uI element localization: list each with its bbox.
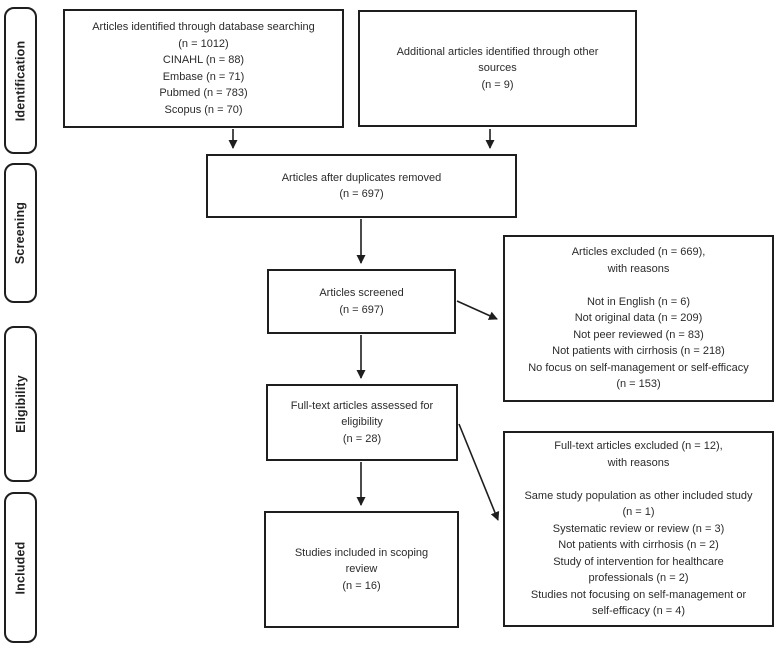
stage-identification: Identification: [4, 7, 37, 154]
stage-eligibility: Eligibility: [4, 326, 37, 482]
box-fulltext-excluded: Full-text articles excluded (n = 12), wi…: [503, 431, 774, 627]
arrow-screened-to-excluded: [456, 300, 498, 320]
box-database-search: Articles identified through database sea…: [63, 9, 344, 128]
box-articles-screened: Articles screened (n = 697): [267, 269, 456, 334]
stage-included-label: Included: [13, 541, 28, 594]
box-included-review: Studies included in scoping review (n = …: [264, 511, 459, 628]
stage-included: Included: [4, 492, 37, 643]
box-articles-excluded: Articles excluded (n = 669), with reason…: [503, 235, 774, 402]
box-fulltext-assessed: Full-text articles assessed for eligibil…: [266, 384, 458, 461]
stage-screening: Screening: [4, 163, 37, 303]
stage-screening-label: Screening: [13, 201, 28, 265]
box-duplicates-removed: Articles after duplicates removed (n = 6…: [206, 154, 517, 218]
stage-identification-label: Identification: [13, 40, 28, 121]
arrow-fulltext-to-excluded: [458, 423, 500, 521]
stage-eligibility-label: Eligibility: [13, 375, 28, 433]
box-other-sources: Additional articles identified through o…: [358, 10, 637, 127]
